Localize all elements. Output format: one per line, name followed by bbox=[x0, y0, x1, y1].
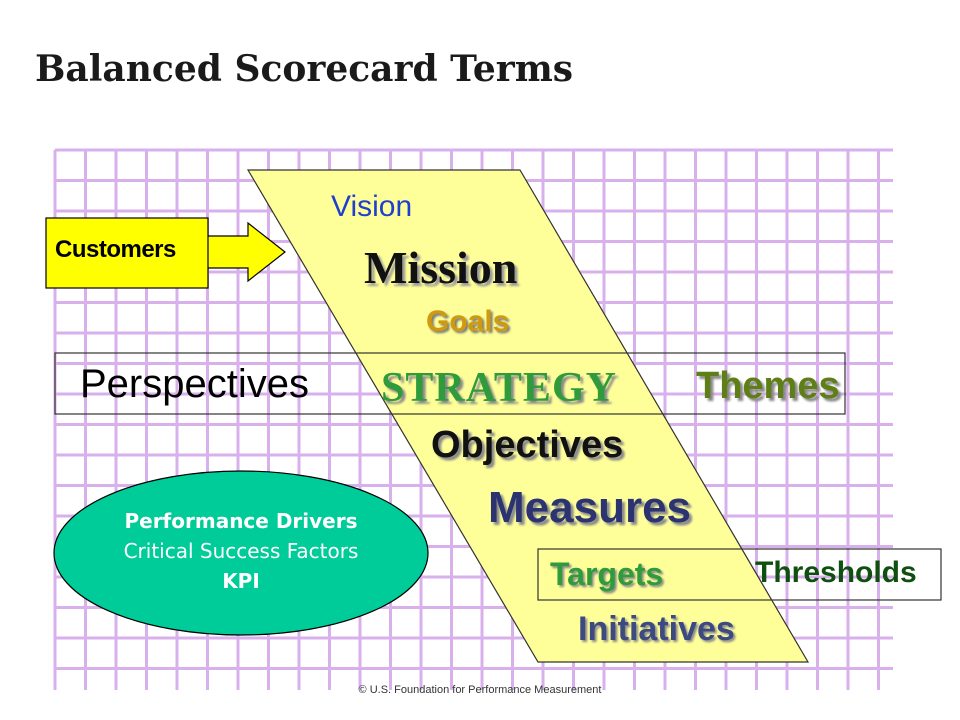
customers-box bbox=[45, 217, 209, 289]
customers-label: Customers bbox=[55, 236, 176, 263]
perspectives-box bbox=[54, 352, 846, 415]
performance-drivers-text: Performance Drivers bbox=[124, 509, 358, 533]
mission-label: Mission bbox=[364, 242, 518, 293]
vision-label: Vision bbox=[331, 190, 413, 223]
objectives-label: Objectives bbox=[431, 424, 624, 466]
page-title: Balanced Scorecard Terms bbox=[35, 48, 574, 90]
goals-label: Goals bbox=[426, 305, 510, 338]
initiatives-label: Initiatives bbox=[578, 610, 735, 648]
targets-box bbox=[537, 548, 942, 601]
strategy-label: STRATEGY bbox=[381, 365, 617, 411]
themes-label: Themes bbox=[696, 365, 840, 407]
performance-drivers-oval bbox=[53, 470, 429, 636]
customers-arrow bbox=[206, 221, 286, 283]
critical-success-factors-text: Critical Success Factors bbox=[123, 539, 359, 563]
targets-label: Targets bbox=[550, 556, 664, 592]
thresholds-label: Thresholds bbox=[755, 556, 917, 589]
oval-text: Performance Drivers Critical Success Fac… bbox=[56, 506, 426, 596]
footer-copyright: © U.S. Foundation for Performance Measur… bbox=[358, 684, 602, 696]
measures-label: Measures bbox=[488, 483, 692, 532]
strategy-band bbox=[246, 169, 810, 663]
perspectives-label: Perspectives bbox=[80, 362, 309, 406]
kpi-text: KPI bbox=[222, 569, 260, 593]
